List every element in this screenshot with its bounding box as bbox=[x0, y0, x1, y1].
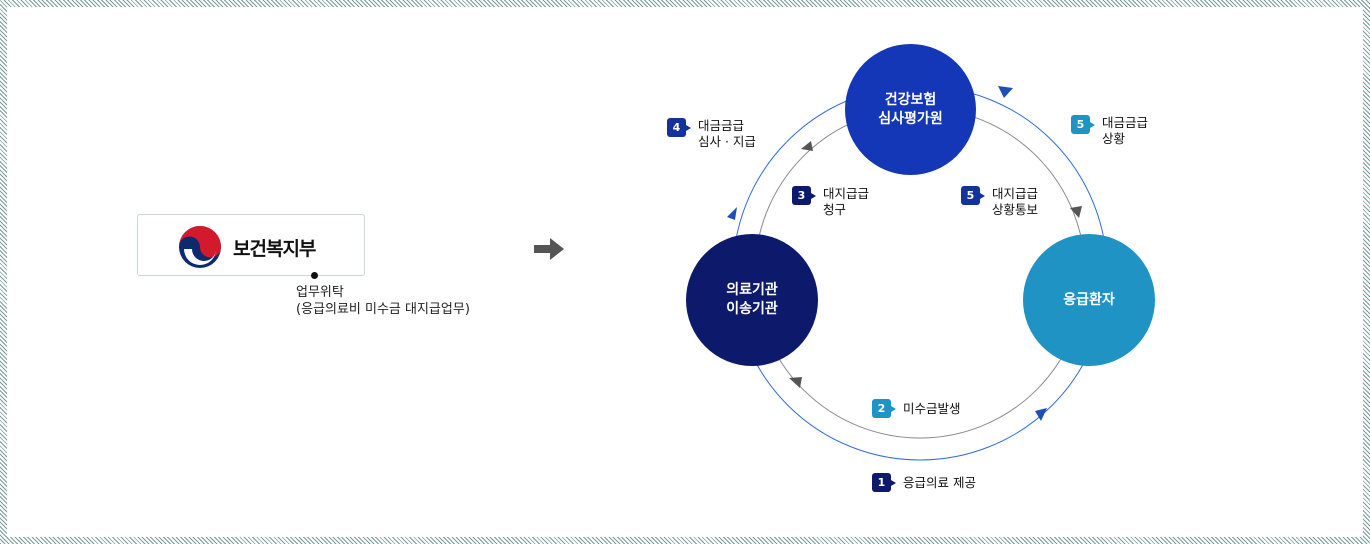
node-institution-line2: 이송기관 bbox=[726, 301, 778, 317]
taegeuk-logo-icon bbox=[179, 226, 221, 268]
step-2-label: 2 미수금발생 bbox=[872, 399, 961, 418]
step-4-label: 4 대금금급 심사 · 지급 bbox=[667, 118, 756, 150]
arrowhead-step3 bbox=[801, 141, 813, 151]
step-5-inner-label: 5 대지급급 상황통보 bbox=[961, 186, 1038, 218]
arrowhead-step5-outer bbox=[998, 86, 1013, 98]
step-line-1: 미수금발생 bbox=[903, 401, 961, 416]
step-badge: 4 bbox=[667, 118, 691, 137]
arrowhead-step1 bbox=[1035, 408, 1047, 421]
step-5-outer-label: 5 대금금급 상황 bbox=[1071, 115, 1148, 147]
node-patient-label: 응급환자 bbox=[1063, 291, 1115, 308]
step-3-label: 3 대지급급 청구 bbox=[792, 186, 869, 218]
step-line-2: 심사 · 지급 bbox=[698, 134, 756, 149]
step-line-2: 상황 bbox=[1102, 131, 1126, 146]
step-1-label: 1 응급의료 제공 bbox=[872, 473, 976, 492]
step-line-2: 상황통보 bbox=[992, 202, 1039, 217]
arrowhead-step2 bbox=[789, 377, 802, 388]
connector-dot bbox=[311, 272, 318, 279]
node-hira: 건강보험 심사평가원 bbox=[845, 44, 976, 175]
node-institution-line1: 의료기관 bbox=[726, 282, 778, 298]
delegation-line-1: 업무위탁 bbox=[296, 285, 344, 300]
delegation-line-2: (응급의료비 미수금 대지급업무) bbox=[296, 302, 470, 317]
step-badge: 5 bbox=[1071, 115, 1095, 134]
node-hira-line2: 심사평가원 bbox=[878, 110, 943, 127]
step-badge: 5 bbox=[961, 186, 985, 205]
step-badge: 2 bbox=[872, 399, 896, 418]
node-patient: 응급환자 bbox=[1023, 234, 1155, 366]
step-line-1: 대지급급 bbox=[823, 186, 870, 201]
arrowhead-step5-inner bbox=[1070, 206, 1082, 218]
node-hira-line1: 건강보험 bbox=[884, 91, 937, 108]
step-line-1: 대금금급 bbox=[698, 118, 745, 133]
step-line-1: 응급의료 제공 bbox=[903, 475, 976, 490]
node-institution: 의료기관 이송기관 bbox=[686, 234, 818, 366]
step-line-2: 청구 bbox=[823, 202, 847, 217]
step-badge: 3 bbox=[792, 186, 816, 205]
ministry-card: 보건복지부 bbox=[137, 214, 365, 276]
ministry-name: 보건복지부 bbox=[233, 238, 316, 260]
step-line-1: 대금금급 bbox=[1102, 115, 1149, 130]
arrowhead-step4 bbox=[727, 207, 737, 220]
arrow-right-icon bbox=[534, 238, 564, 260]
step-badge: 1 bbox=[872, 473, 896, 492]
delegation-note: 업무위탁 (응급의료비 미수금 대지급업무) bbox=[296, 284, 470, 318]
step-line-1: 대지급급 bbox=[992, 186, 1039, 201]
